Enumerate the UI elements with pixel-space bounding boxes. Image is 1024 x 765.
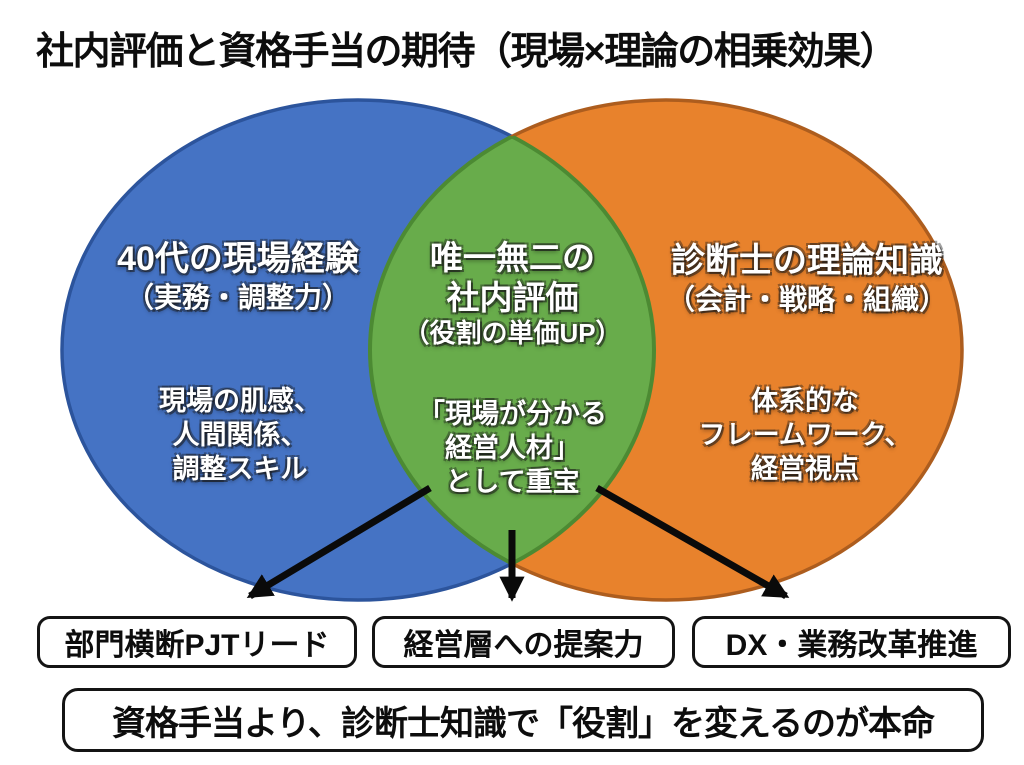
right-circle-title: 診断士の理論知識 xyxy=(671,242,943,280)
left-detail-line: 調整スキル xyxy=(172,454,308,485)
outcome-box-pjt-lead: 部門横断PJTリード xyxy=(37,616,357,668)
right-detail-line: 経営視点 xyxy=(751,454,859,485)
arrow-to-left-box xyxy=(246,484,432,600)
right-detail-line: フレームワーク、 xyxy=(698,420,912,451)
conclusion-banner: 資格手当より、診断士知識で「役割」を変えるのが本命 xyxy=(62,688,984,752)
outcome-box-dx-reform: DX・業務改革推進 xyxy=(692,616,1011,668)
outcome-label: DX・業務改革推進 xyxy=(725,629,978,662)
outcome-label: 部門横断PJTリード xyxy=(64,629,330,662)
right-circle-heading: 診断士の理論知識 （会計・戦略・組織） xyxy=(642,241,972,318)
overlap-heading: 唯一無二の 社内評価 （役割の単価UP） xyxy=(386,238,639,351)
right-circle-subtitle: （会計・戦略・組織） xyxy=(666,283,947,315)
overlap-detail-line: 経営人材」 xyxy=(445,433,580,464)
left-circle-subtitle: （実務・調整力） xyxy=(125,281,350,313)
overlap-details: 「現場が分かる 経営人材」 として重宝 xyxy=(386,397,639,499)
overlap-detail-line: として重宝 xyxy=(445,467,580,498)
left-circle-heading: 40代の現場経験 （実務・調整力） xyxy=(60,239,416,316)
overlap-title-line1: 唯一無二の xyxy=(430,239,595,276)
left-circle-title: 40代の現場経験 xyxy=(117,240,359,278)
overlap-title-line2: 社内評価 xyxy=(446,278,579,316)
left-detail-line: 現場の肌感、 xyxy=(159,386,321,416)
left-detail-line: 人間関係、 xyxy=(172,420,308,451)
overlap-subtitle: （役割の単価UP） xyxy=(403,318,622,349)
left-circle-details: 現場の肌感、 人間関係、 調整スキル xyxy=(95,384,385,486)
page-title: 社内評価と資格手当の期待（現場×理論の相乗効果） xyxy=(36,31,898,73)
right-circle-details: 体系的な フレームワーク、 経営視点 xyxy=(655,384,955,486)
conclusion-text: 資格手当より、診断士知識で「役割」を変えるのが本命 xyxy=(112,704,935,743)
arrow-to-right-box xyxy=(595,484,790,600)
right-detail-line: 体系的な xyxy=(751,386,859,416)
overlap-detail-line: 「現場が分かる xyxy=(418,399,607,429)
outcome-box-proposal: 経営層への提案力 xyxy=(372,616,675,668)
overlap-lens xyxy=(368,100,654,600)
outcome-label: 経営層への提案力 xyxy=(403,629,644,662)
overlap-lens-edge xyxy=(370,100,656,600)
